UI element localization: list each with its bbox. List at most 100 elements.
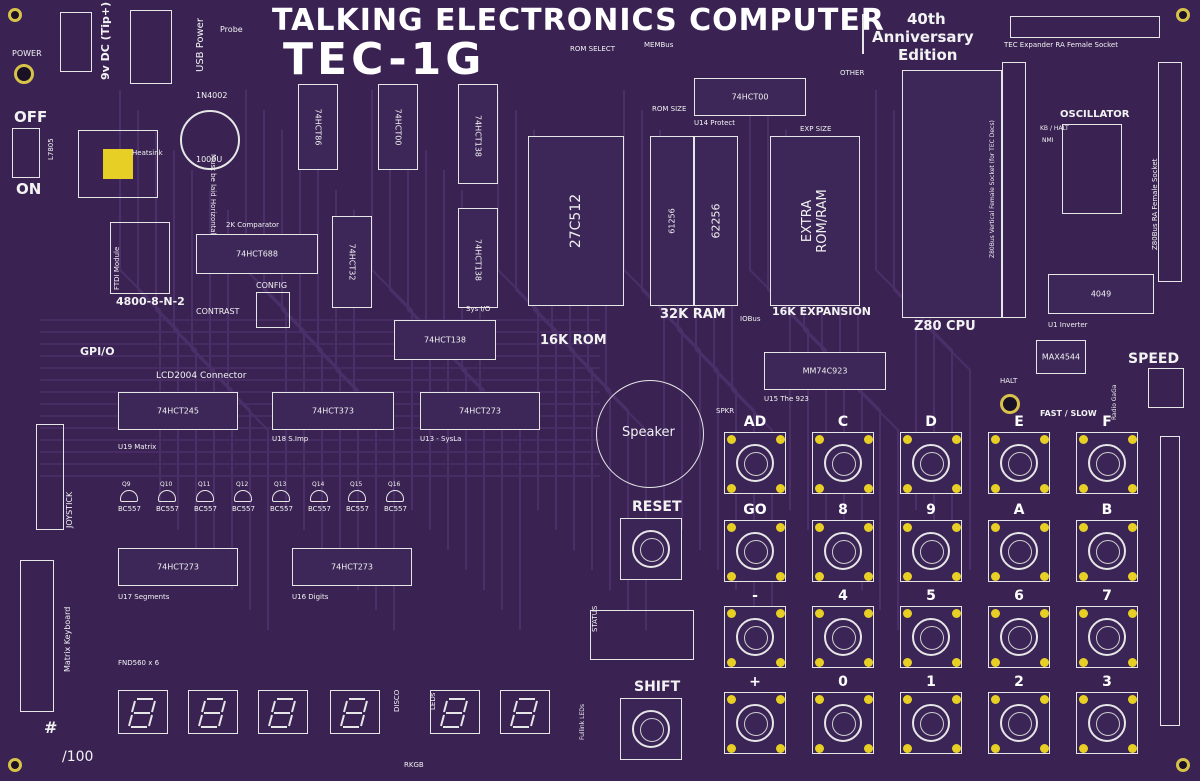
keypad-key[interactable]	[988, 606, 1050, 668]
keypad-key[interactable]	[900, 520, 962, 582]
keypad-key[interactable]	[724, 606, 786, 668]
dc-jack[interactable]	[60, 12, 92, 72]
key-pad	[1079, 609, 1088, 618]
keypad-key[interactable]	[988, 432, 1050, 494]
transistor-type-label: BC557	[194, 505, 217, 513]
power-switch[interactable]	[12, 128, 40, 178]
contrast-label: CONTRAST	[196, 307, 240, 316]
transistor	[310, 490, 328, 502]
keypad-key[interactable]	[1076, 692, 1138, 754]
keypad-key[interactable]	[1076, 432, 1138, 494]
rom-size-label: 16K ROM	[540, 333, 607, 348]
keypad-key[interactable]	[812, 692, 874, 754]
chip-matrix: 74HCT245	[118, 392, 238, 430]
key-pad	[952, 435, 961, 444]
kb-halt-label: KB / HALT	[1040, 125, 1069, 132]
key-pad	[864, 523, 873, 532]
keypad-connector[interactable]	[1160, 436, 1180, 726]
keypad-key[interactable]	[988, 520, 1050, 582]
z80bus-vertical-socket[interactable]	[1002, 62, 1026, 318]
status-label: STATUS	[591, 605, 599, 632]
trace	[191, 170, 233, 590]
chip-protect-label: 74HCT00	[731, 92, 769, 102]
key-pad	[815, 658, 824, 667]
keypad-key[interactable]	[900, 432, 962, 494]
board-title: TALKING ELECTRONICS COMPUTER	[272, 3, 885, 38]
keypad-key[interactable]	[900, 606, 962, 668]
tec-expander-socket[interactable]	[1010, 16, 1160, 38]
joystick-connector[interactable]	[36, 424, 64, 530]
key-pad	[1128, 435, 1137, 444]
transistor	[234, 490, 252, 502]
key-pad	[776, 658, 785, 667]
keypad-key-label: D	[925, 414, 937, 430]
power-label: POWER	[12, 49, 42, 58]
chip-hct00-a-label: 74HCT00	[393, 108, 403, 146]
title-divider	[862, 14, 864, 54]
chip-hct32: 74HCT32	[332, 216, 372, 308]
chip-sysio-label: 74HCT138	[424, 335, 466, 345]
keypad-key[interactable]	[812, 432, 874, 494]
z80bus-socket[interactable]	[1158, 62, 1182, 282]
comparator-title: 2K Comparator	[226, 221, 280, 229]
shift-button[interactable]	[620, 698, 682, 760]
simp-label: U18 S.Imp	[272, 435, 309, 443]
cpu-label: Z80 CPU	[914, 319, 976, 334]
shift-label: SHIFT	[634, 679, 681, 695]
seven-segment-display	[258, 690, 308, 734]
key-pad	[815, 572, 824, 581]
transistor	[272, 490, 290, 502]
trace	[443, 170, 485, 590]
keypad-key[interactable]	[900, 692, 962, 754]
transistor-ref-label: Q14	[312, 481, 325, 488]
key-pad	[952, 658, 961, 667]
keypad-key-label: F	[1102, 414, 1112, 430]
ftdi-label: FTDI Module	[113, 246, 121, 290]
transistor-type-label: BC557	[156, 505, 179, 513]
key-pad	[727, 744, 736, 753]
keypad-key[interactable]	[724, 432, 786, 494]
keypad-key-label: 8	[838, 502, 848, 518]
fnd-label: FND560 x 6	[118, 659, 160, 667]
probe-label: Probe	[220, 25, 243, 34]
keypad-key[interactable]	[724, 520, 786, 582]
key-pad	[903, 695, 912, 704]
chip-hct00-a: 74HCT00	[378, 84, 418, 170]
speaker-label: Speaker	[622, 425, 675, 440]
chip-hct138-a: 74HCT138	[458, 84, 498, 184]
speaker	[596, 380, 704, 488]
lcd-label: LCD2004 Connector	[156, 371, 247, 381]
keypad-key[interactable]	[812, 520, 874, 582]
leds-label: LEDs	[429, 692, 437, 710]
chip-comparator-label: 74HCT688	[236, 249, 278, 259]
keypad-key[interactable]	[812, 606, 874, 668]
config-dip-switch[interactable]	[256, 292, 290, 328]
transistor-ref-label: Q9	[122, 481, 131, 488]
spkr-label: SPKR	[716, 407, 735, 415]
key-pad	[864, 572, 873, 581]
keypad-key[interactable]	[1076, 606, 1138, 668]
keypad-key[interactable]	[1076, 520, 1138, 582]
speed-pot[interactable]	[1148, 368, 1184, 408]
key-pad	[1079, 523, 1088, 532]
transistor-type-label: BC557	[118, 505, 141, 513]
keypad-key-label: 7	[1102, 588, 1112, 604]
transistor	[120, 490, 138, 502]
ftdi-header[interactable]	[110, 222, 170, 294]
keypad-key[interactable]	[988, 692, 1050, 754]
seven-segment-display	[188, 690, 238, 734]
nmi-label: NMI	[1042, 137, 1054, 144]
matrix-label: U19 Matrix	[118, 443, 157, 451]
keypad-key[interactable]	[724, 692, 786, 754]
speed-label: SPEED	[1128, 351, 1180, 367]
chip-segments: 74HCT273	[118, 548, 238, 586]
status-dip-switch[interactable]	[590, 610, 694, 660]
usb-socket[interactable]	[130, 10, 172, 84]
key-pad	[991, 484, 1000, 493]
reset-button[interactable]	[620, 518, 682, 580]
trace	[209, 190, 251, 610]
matrix-keyboard-connector[interactable]	[20, 560, 54, 712]
key-pad	[952, 695, 961, 704]
mount-hole-tl	[8, 8, 22, 22]
